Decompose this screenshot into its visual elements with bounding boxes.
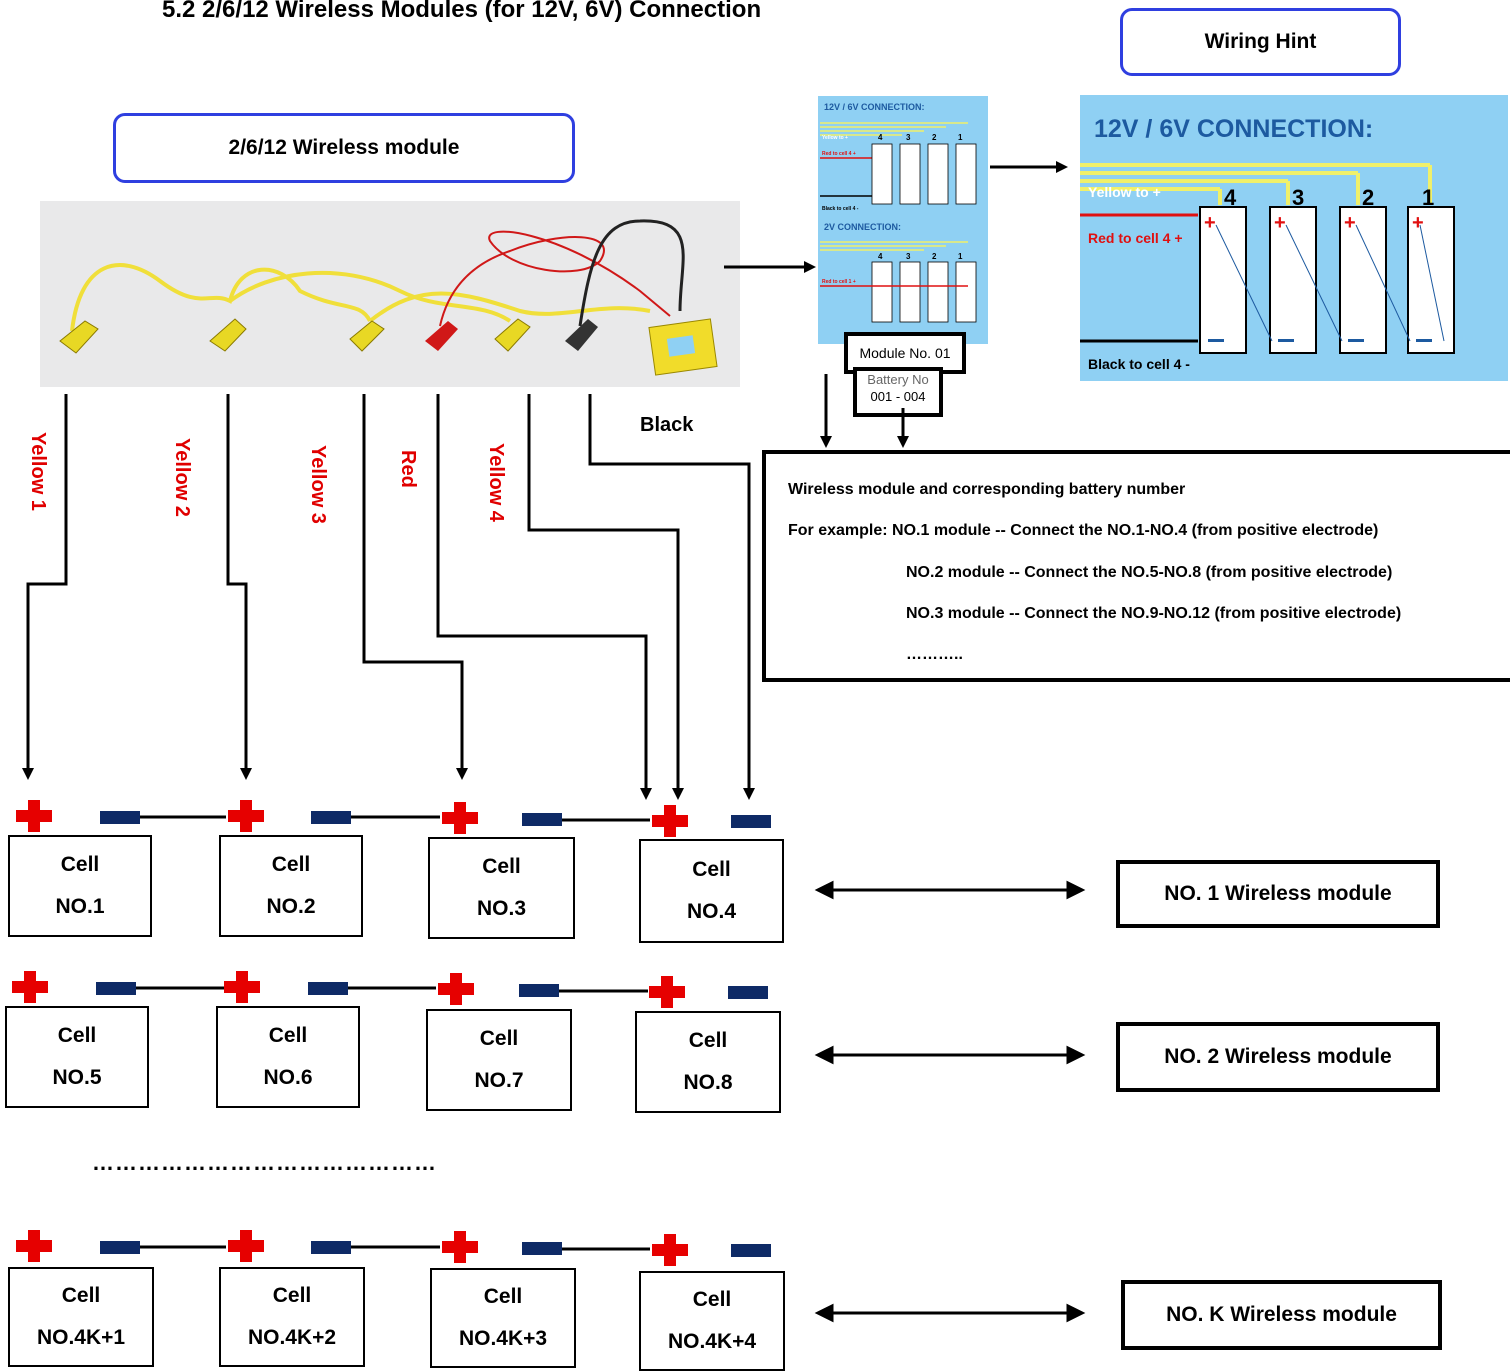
module-photo-illustration — [59, 219, 718, 376]
svg-text:3: 3 — [1292, 185, 1304, 210]
ellipsis: ……………………………………… — [92, 1150, 437, 1175]
svg-text:4: 4 — [878, 133, 883, 142]
wire-yellow-3 — [362, 394, 464, 770]
svg-text:Yellow to +: Yellow to + — [1088, 184, 1161, 200]
wire-label-red: Red — [397, 450, 419, 488]
svg-text:2V CONNECTION:: 2V CONNECTION: — [824, 222, 901, 232]
svg-text:1: 1 — [958, 133, 963, 142]
svg-text:3: 3 — [906, 252, 911, 261]
wiring-thumbnail: 12V / 6V CONNECTION: Yellow to + 4 3 2 1… — [818, 96, 988, 344]
wiring-hint-label: Wiring Hint — [1204, 30, 1317, 53]
module-box-k: NO. K Wireless module — [1121, 1280, 1442, 1350]
info-line-4: NO.3 module -- Connect the NO.9-NO.12 (f… — [906, 605, 1402, 622]
svg-text:+: + — [1412, 212, 1424, 234]
svg-text:+: + — [1274, 212, 1286, 234]
svg-text:2: 2 — [932, 252, 937, 261]
wire-yellow-1 — [26, 394, 68, 770]
wire-yellow-2 — [226, 394, 248, 770]
module-label-box: 2/6/12 Wireless module — [113, 113, 575, 183]
svg-text:Black to cell 4 -: Black to cell 4 - — [822, 206, 859, 212]
wire-yellow-4 — [527, 394, 680, 790]
info-line-5: ……….. — [906, 646, 963, 663]
terminals-group-2 — [12, 971, 768, 1008]
wire-black — [588, 394, 751, 790]
wire-label-black: Black — [640, 414, 694, 436]
battery-no-title: Battery No — [867, 372, 929, 387]
info-line-2: For example: NO.1 module -- Connect the … — [788, 522, 1379, 539]
info-box: Wireless module and corresponding batter… — [762, 450, 1510, 682]
module-box-2: NO. 2 Wireless module — [1116, 1022, 1440, 1092]
wiring-thumbnail-diagram: 12V / 6V CONNECTION: Yellow to + 4 3 2 1… — [820, 102, 977, 323]
wire-label-yellow-3: Yellow 3 — [307, 445, 329, 524]
svg-text:+: + — [1344, 212, 1356, 234]
wire-red — [436, 394, 648, 790]
wire-label-yellow-4: Yellow 4 — [485, 443, 507, 522]
svg-text:2: 2 — [1362, 185, 1374, 210]
module-photo — [40, 201, 740, 387]
svg-text:4: 4 — [878, 252, 883, 261]
battery-range: 001 - 004 — [870, 389, 926, 404]
terminals-group-k — [16, 1230, 771, 1266]
svg-text:12V / 6V CONNECTION:: 12V / 6V CONNECTION: — [824, 102, 925, 112]
svg-text:4: 4 — [1224, 185, 1237, 210]
page-title: 5.2 2/6/12 Wireless Modules (for 12V, 6V… — [162, 0, 762, 23]
svg-text:Yellow to +: Yellow to + — [822, 135, 848, 141]
svg-text:Red to cell 1 +: Red to cell 1 + — [822, 279, 856, 285]
wire-label-yellow-1: Yellow 1 — [27, 432, 49, 511]
svg-text:2: 2 — [932, 133, 937, 142]
battery-no-label: Battery No 001 - 004 — [853, 367, 943, 417]
wiring-hint-box: Wiring Hint — [1120, 8, 1401, 76]
svg-text:Red to cell 4 +: Red to cell 4 + — [822, 151, 856, 157]
module-box-1: NO. 1 Wireless module — [1116, 860, 1440, 928]
info-line-3: NO.2 module -- Connect the NO.5-NO.8 (fr… — [906, 564, 1393, 581]
svg-text:+: + — [1204, 212, 1216, 234]
svg-text:12V / 6V CONNECTION:: 12V / 6V CONNECTION: — [1094, 115, 1373, 143]
wire-label-yellow-2: Yellow 2 — [171, 438, 193, 517]
svg-text:Black to cell 4 -: Black to cell 4 - — [1088, 356, 1190, 372]
info-line-1: Wireless module and corresponding batter… — [788, 481, 1186, 498]
svg-text:3: 3 — [906, 133, 911, 142]
svg-text:1: 1 — [1422, 185, 1434, 210]
module-label: 2/6/12 Wireless module — [228, 136, 460, 159]
terminals-group-1 — [16, 800, 771, 837]
wiring-hint-illustration: 12V / 6V CONNECTION: Yellow to + 4 3 2 1… — [1080, 115, 1455, 372]
wiring-hint-diagram: 12V / 6V CONNECTION: Yellow to + 4 3 2 1… — [1080, 95, 1508, 381]
svg-text:1: 1 — [958, 252, 963, 261]
svg-text:Red to cell 4 +: Red to cell 4 + — [1088, 230, 1183, 246]
